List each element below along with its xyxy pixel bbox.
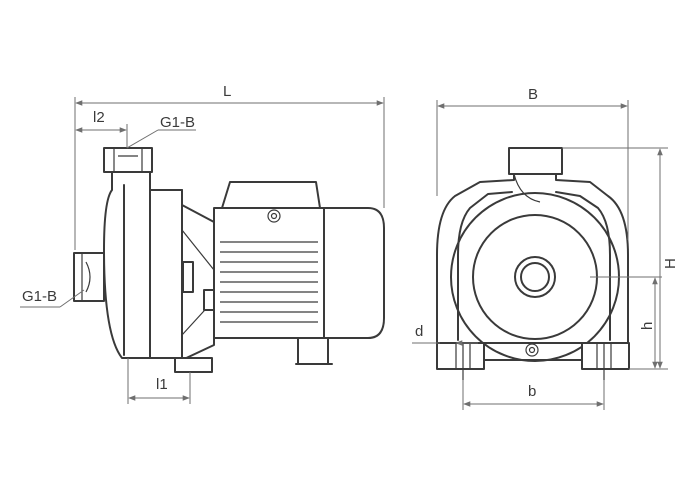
back-plate (149, 189, 183, 359)
base-foot-front (174, 357, 213, 373)
inlet-thread-label: G1-B (22, 288, 57, 305)
dim-label-b: b (528, 383, 536, 400)
terminal-box (221, 181, 321, 209)
dim-label-l1: l1 (156, 376, 168, 393)
front-view: B H h d b (412, 86, 679, 410)
bracket (181, 204, 215, 361)
dim-label-L: L (223, 83, 231, 100)
motor-body (213, 207, 325, 339)
side-view: L l2 G1-B G1-B l1 (20, 83, 385, 404)
motor-fins (220, 241, 318, 323)
dim-label-d: d (415, 323, 423, 340)
dim-label-l2: l2 (93, 109, 105, 126)
dim-label-H: H (662, 258, 679, 269)
foot-right (581, 342, 630, 370)
foot-left (436, 342, 485, 370)
drain-plug-icon (525, 343, 539, 357)
outlet-flange-front (508, 147, 563, 175)
terminal-screw-icon (267, 209, 281, 223)
outlet-thread-label: G1-B (160, 114, 195, 131)
fan-cover (323, 207, 385, 339)
base-foot-rear (297, 337, 329, 365)
inlet-port (514, 256, 556, 298)
dim-label-B: B (528, 86, 538, 103)
dim-label-h: h (639, 322, 656, 330)
outlet-flange (103, 147, 153, 173)
